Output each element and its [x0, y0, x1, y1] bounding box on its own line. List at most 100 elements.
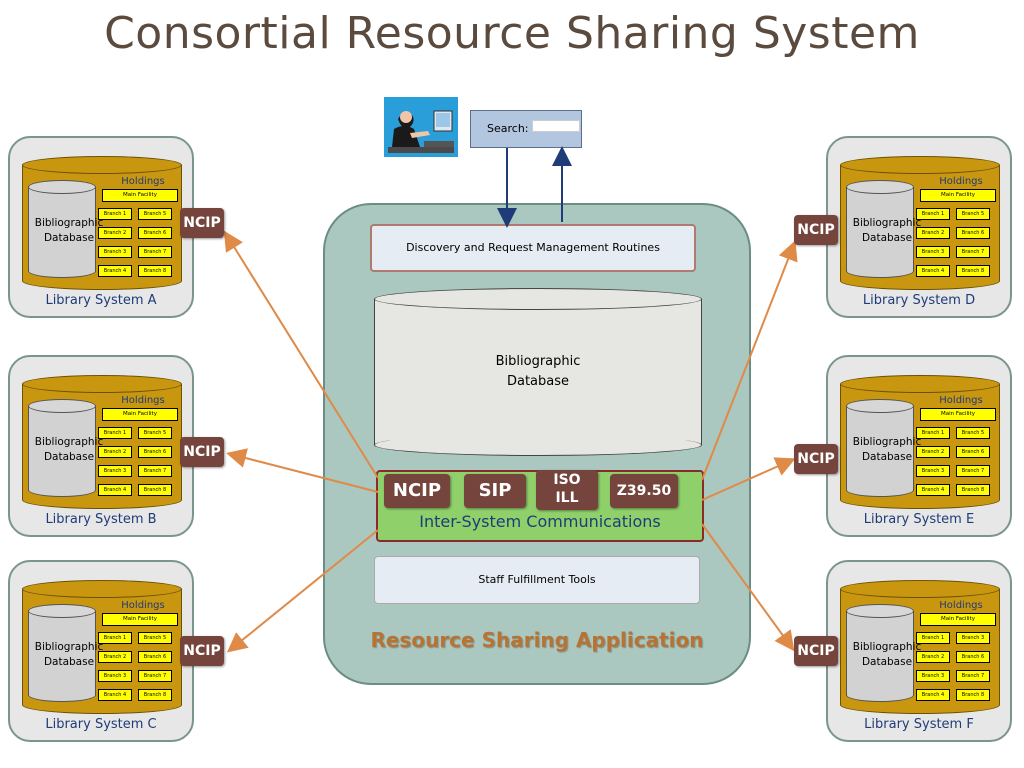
bib-label-line2: Database	[861, 656, 913, 668]
branch-box: Branch 3	[916, 670, 950, 682]
branch-box: Branch 6	[956, 651, 990, 663]
ncip-tag-b: NCIP	[180, 437, 224, 467]
branch-box: Branch 7	[138, 670, 172, 682]
branch-box: Branch 2	[916, 446, 950, 458]
library-system-label: Library System E	[863, 512, 975, 527]
isc-label: Inter-System Communications	[419, 512, 661, 531]
bib-label-line1: Bibliographic	[34, 217, 104, 229]
search-box: Search:	[470, 110, 582, 148]
bib-label-line1: Bibliographic	[852, 436, 922, 448]
ill-label: ILL	[555, 490, 579, 506]
branch-box: Branch 3	[916, 465, 950, 477]
branch-box: Branch 7	[956, 246, 990, 258]
branch-box: Branch 1	[916, 632, 950, 644]
branch-box: Branch 6	[138, 446, 172, 458]
bib-label-line1: Bibliographic	[34, 641, 104, 653]
branch-box: Branch 2	[916, 227, 950, 239]
central-bibliographic-database: Bibliographic Database	[374, 288, 702, 456]
branch-box: Branch 7	[956, 670, 990, 682]
holdings-label: Holdings	[939, 395, 983, 406]
bib-label-line2: Database	[861, 451, 913, 463]
protocol-ncip: NCIP	[384, 474, 450, 508]
bib-label-line1: Bibliographic	[852, 217, 922, 229]
resource-sharing-application-label: Resource Sharing Application	[370, 628, 704, 652]
branch-box: Branch 2	[916, 651, 950, 663]
branch-box: Branch 4	[916, 265, 950, 277]
protocol-iso-ill: ISO ILL	[536, 470, 598, 510]
branch-box: Branch 7	[138, 465, 172, 477]
holdings-label: Holdings	[121, 600, 165, 611]
branch-box: Branch 4	[916, 689, 950, 701]
branch-box: Branch 1	[916, 427, 950, 439]
branch-box: Branch 3	[916, 246, 950, 258]
branch-box: Branch 3	[98, 465, 132, 477]
branch-box: Branch 3	[98, 670, 132, 682]
iso-label: ISO	[553, 472, 581, 488]
central-db-label-line1: Bibliographic	[495, 354, 581, 369]
bib-label-line2: Database	[861, 232, 913, 244]
ncip-tag-a: NCIP	[180, 208, 224, 238]
branch-box: Branch 5	[138, 208, 172, 220]
branch-box: Branch 3	[956, 632, 990, 644]
central-db-label-line2: Database	[506, 374, 570, 389]
bib-label-line2: Database	[43, 656, 95, 668]
branch-box: Branch 6	[138, 651, 172, 663]
branch-box: Branch 4	[98, 484, 132, 496]
bibliographic-database-cylinder	[846, 604, 914, 702]
ncip-tag-c: NCIP	[180, 636, 224, 666]
bib-label-line2: Database	[43, 232, 95, 244]
main-facility: Main Facility	[920, 613, 996, 626]
main-facility: Main Facility	[102, 408, 178, 421]
bib-label-line1: Bibliographic	[852, 641, 922, 653]
bibliographic-database-cylinder	[28, 399, 96, 497]
branch-box: Branch 8	[138, 265, 172, 277]
branch-box: Branch 4	[916, 484, 950, 496]
branch-box: Branch 5	[138, 427, 172, 439]
holdings-label: Holdings	[121, 395, 165, 406]
branch-box: Branch 8	[138, 689, 172, 701]
branch-box: Branch 8	[956, 265, 990, 277]
branch-box: Branch 7	[956, 465, 990, 477]
main-facility: Main Facility	[920, 189, 996, 202]
branch-box: Branch 5	[956, 208, 990, 220]
page-title: Consortial Resource Sharing System	[104, 8, 920, 59]
search-label: Search:	[487, 122, 529, 135]
library-system-label: Library System F	[864, 717, 974, 732]
ncip-tag-f: NCIP	[794, 636, 838, 666]
branch-box: Branch 2	[98, 651, 132, 663]
branch-box: Branch 1	[98, 632, 132, 644]
discovery-routines-box: Discovery and Request Management Routine…	[370, 224, 696, 272]
bibliographic-database-cylinder	[28, 604, 96, 702]
branch-box: Branch 4	[98, 689, 132, 701]
library-system-label: Library System A	[45, 293, 157, 308]
main-facility: Main Facility	[102, 189, 178, 202]
branch-box: Branch 5	[956, 427, 990, 439]
ncip-tag-e: NCIP	[794, 444, 838, 474]
branch-box: Branch 8	[956, 484, 990, 496]
branch-box: Branch 6	[138, 227, 172, 239]
library-system-label: Library System D	[862, 293, 976, 308]
branch-box: Branch 6	[956, 446, 990, 458]
branch-box: Branch 5	[138, 632, 172, 644]
branch-box: Branch 2	[98, 446, 132, 458]
branch-box: Branch 6	[956, 227, 990, 239]
main-facility: Main Facility	[102, 613, 178, 626]
protocol-sip: SIP	[464, 474, 526, 508]
branch-box: Branch 8	[138, 484, 172, 496]
branch-box: Branch 2	[98, 227, 132, 239]
branch-box: Branch 1	[98, 208, 132, 220]
branch-box: Branch 4	[98, 265, 132, 277]
holdings-label: Holdings	[939, 176, 983, 187]
holdings-label: Holdings	[121, 176, 165, 187]
bib-label-line2: Database	[43, 451, 95, 463]
library-system-label: Library System B	[45, 512, 157, 527]
search-input[interactable]	[532, 120, 580, 132]
protocol-z3950: Z39.50	[610, 474, 678, 508]
bibliographic-database-cylinder	[28, 180, 96, 278]
branch-box: Branch 3	[98, 246, 132, 258]
